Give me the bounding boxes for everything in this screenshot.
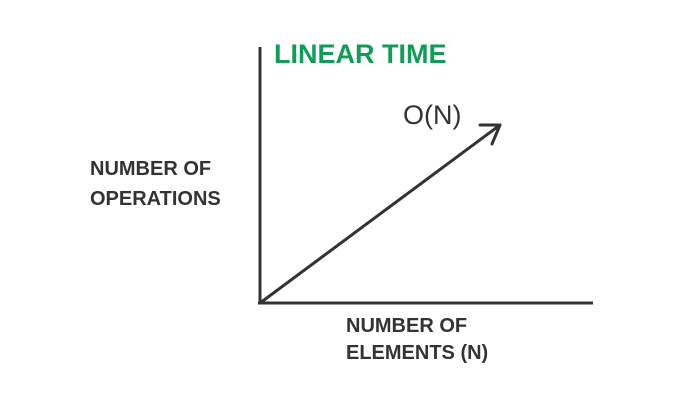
x-axis-label-line-1: NUMBER OF [346, 315, 468, 337]
arrow-head-icon [478, 123, 502, 146]
x-axis-label-line-2: ELEMENTS (N) [346, 342, 489, 364]
linear-growth-line [258, 123, 502, 305]
y-axis-label-line-1: NUMBER OF [90, 158, 212, 180]
diagram-title: LINEAR TIME [274, 39, 447, 69]
complexity-label: O(N) [403, 100, 462, 130]
x-axis-label: NUMBER OF ELEMENTS (N) [346, 313, 488, 367]
y-axis-label-line-2: OPERATIONS [90, 188, 221, 210]
y-axis-label: NUMBER OF OPERATIONS [90, 154, 221, 214]
